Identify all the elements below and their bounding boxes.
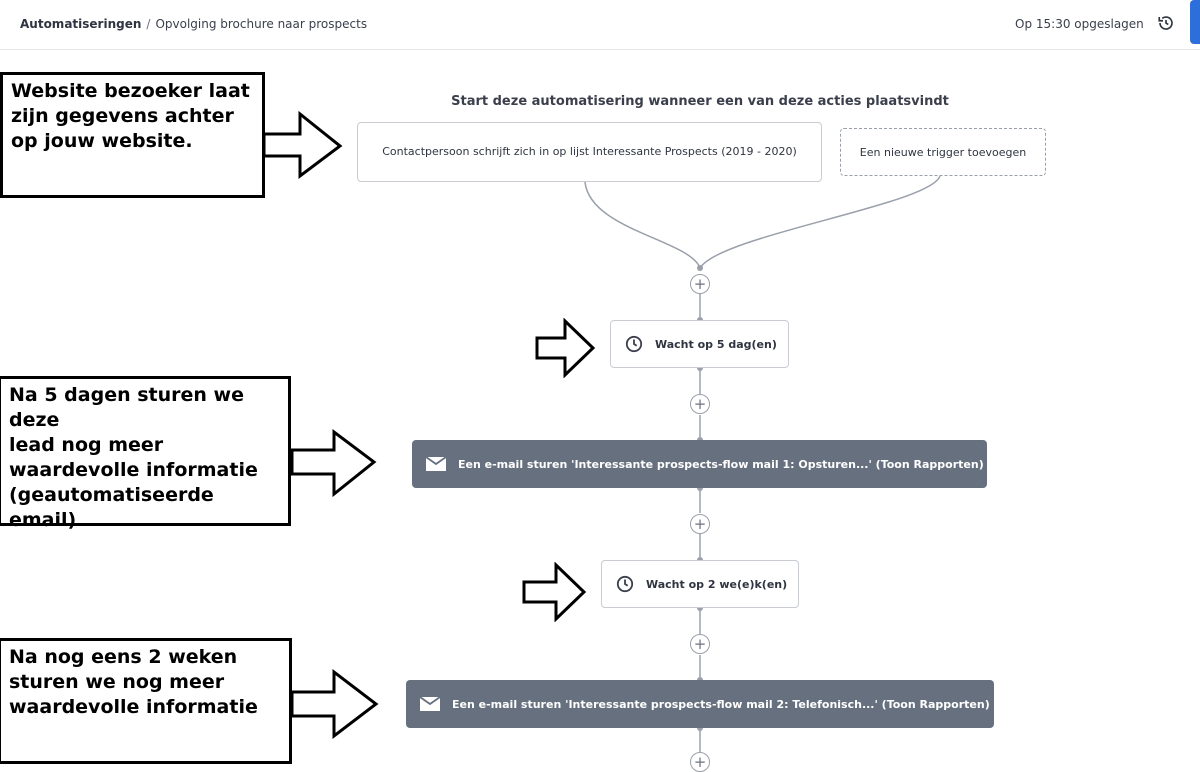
breadcrumb-automations-link[interactable]: Automatiseringen bbox=[20, 17, 142, 31]
trigger-card-list-subscribe[interactable]: Contactpersoon schrijft zich in op lijst… bbox=[357, 122, 822, 182]
add-step-button[interactable]: + bbox=[690, 394, 710, 414]
breadcrumb-separator: / bbox=[146, 17, 151, 31]
email-step-mail-2[interactable]: Een e-mail sturen 'Interessante prospect… bbox=[406, 680, 994, 728]
clock-icon bbox=[625, 335, 643, 353]
history-icon[interactable] bbox=[1157, 14, 1175, 32]
add-trigger-button[interactable]: Een nieuwe trigger toevoegen bbox=[840, 128, 1046, 176]
arrow-right-icon bbox=[290, 668, 379, 740]
top-bar: Automatiseringen / Opvolging brochure naar… bbox=[0, 0, 1200, 50]
arrow-right-icon bbox=[522, 562, 587, 622]
add-step-button[interactable]: + bbox=[690, 274, 710, 294]
envelope-icon bbox=[426, 457, 446, 471]
email-step-label: Een e-mail sturen 'Interessante prospect… bbox=[452, 697, 990, 711]
wait-step-label: Wacht op 2 we(e)k(en) bbox=[646, 577, 788, 591]
email-step-label: Een e-mail sturen 'Interessante prospect… bbox=[458, 457, 984, 471]
email-step-mail-1[interactable]: Een e-mail sturen 'Interessante prospect… bbox=[412, 440, 987, 488]
trigger-section-title: Start deze automatisering wanneer een va… bbox=[451, 94, 949, 109]
breadcrumb: Automatiseringen / Opvolging brochure naar… bbox=[20, 17, 367, 31]
breadcrumb-current-page: Opvolging brochure naar prospects bbox=[155, 17, 368, 31]
arrow-right-icon bbox=[290, 429, 377, 498]
saved-status: Op 15:30 opgeslagen bbox=[1015, 17, 1144, 31]
clock-icon bbox=[616, 575, 634, 593]
add-step-button[interactable]: + bbox=[690, 752, 710, 772]
wait-step-label: Wacht op 5 dag(en) bbox=[655, 337, 777, 351]
add-step-button[interactable]: + bbox=[690, 634, 710, 654]
wait-step-2-weeks[interactable]: Wacht op 2 we(e)k(en) bbox=[601, 560, 799, 608]
arrow-right-icon bbox=[535, 318, 596, 378]
envelope-icon bbox=[420, 697, 440, 711]
wait-step-5-days[interactable]: Wacht op 5 dag(en) bbox=[610, 320, 789, 368]
primary-action-button[interactable] bbox=[1190, 0, 1200, 44]
annotation-after-2-weeks: Na nog eens 2 weken sturen we nog meer w… bbox=[0, 638, 292, 764]
annotation-website-visitor: Website bezoeker laat zijn gegevens acht… bbox=[0, 72, 265, 198]
annotation-after-5-days: Na 5 dagen sturen we deze lead nog meer … bbox=[0, 376, 291, 531]
add-step-button[interactable]: + bbox=[690, 514, 710, 534]
arrow-right-icon bbox=[262, 110, 343, 179]
